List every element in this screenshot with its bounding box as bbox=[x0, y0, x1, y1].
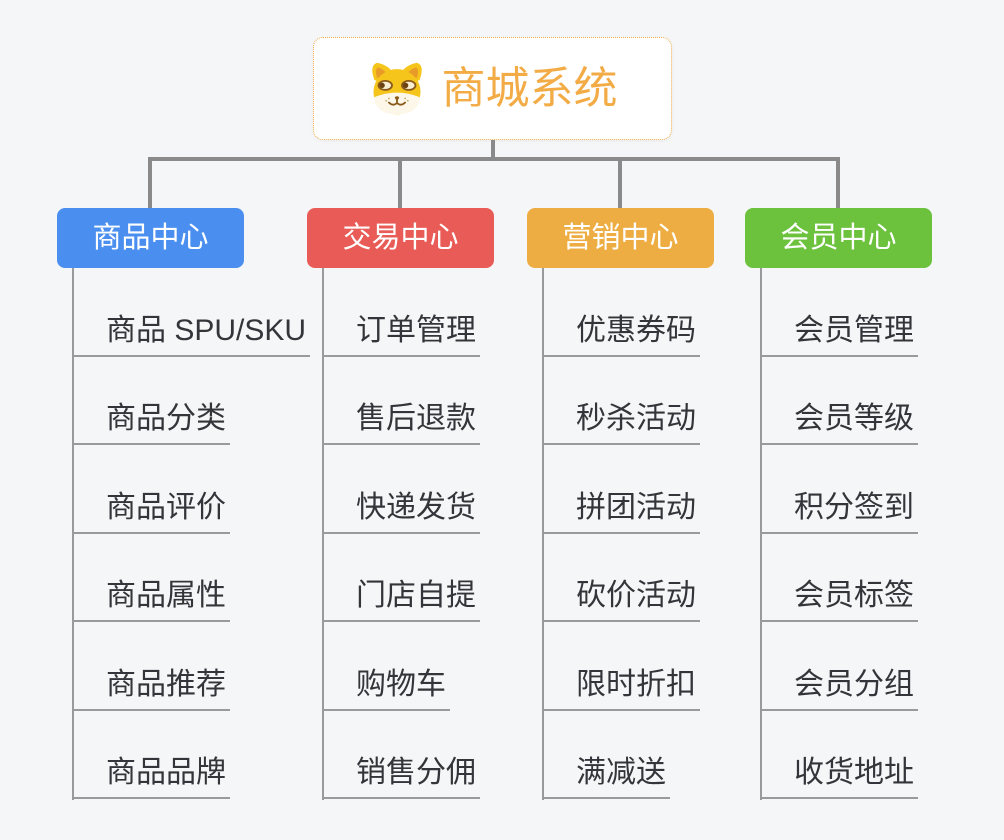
branch-node-product-center[interactable]: 商品中心 bbox=[57, 208, 244, 268]
child-topic[interactable]: 订单管理 bbox=[322, 268, 480, 357]
child-topic[interactable]: 商品推荐 bbox=[72, 622, 310, 711]
connector-drop-marketing bbox=[618, 159, 622, 208]
child-topic[interactable]: 销售分佣 bbox=[322, 711, 480, 799]
child-topic[interactable]: 商品分类 bbox=[72, 357, 310, 445]
child-topic[interactable]: 售后退款 bbox=[322, 357, 480, 445]
child-topic[interactable]: 快递发货 bbox=[322, 445, 480, 534]
child-topic[interactable]: 积分签到 bbox=[760, 445, 918, 534]
child-topic[interactable]: 会员管理 bbox=[760, 268, 918, 357]
connector-drop-member bbox=[836, 159, 840, 208]
connector-drop-trade bbox=[398, 159, 402, 208]
child-topic[interactable]: 拼团活动 bbox=[542, 445, 700, 534]
connector-drop-product bbox=[148, 159, 152, 208]
child-topic[interactable]: 优惠券码 bbox=[542, 268, 700, 357]
child-topic[interactable]: 门店自提 bbox=[322, 534, 480, 622]
child-topic[interactable]: 会员等级 bbox=[760, 357, 918, 445]
child-topic[interactable]: 购物车 bbox=[322, 622, 480, 711]
branch-children-member: 会员管理 会员等级 积分签到 会员标签 会员分组 收货地址 bbox=[760, 268, 918, 799]
child-topic[interactable]: 限时折扣 bbox=[542, 622, 700, 711]
child-topic[interactable]: 满减送 bbox=[542, 711, 700, 799]
root-topic-node[interactable]: 商城系统 bbox=[313, 37, 672, 140]
child-topic[interactable]: 会员标签 bbox=[760, 534, 918, 622]
child-topic[interactable]: 砍价活动 bbox=[542, 534, 700, 622]
child-topic[interactable]: 会员分组 bbox=[760, 622, 918, 711]
branch-node-trade-center[interactable]: 交易中心 bbox=[307, 208, 494, 268]
branch-children-trade: 订单管理 售后退款 快递发货 门店自提 购物车 销售分佣 bbox=[322, 268, 480, 799]
branch-spine bbox=[72, 268, 74, 800]
child-topic[interactable]: 商品品牌 bbox=[72, 711, 310, 799]
child-topic[interactable]: 商品属性 bbox=[72, 534, 310, 622]
branch-children-product: 商品 SPU/SKU 商品分类 商品评价 商品属性 商品推荐 商品品牌 bbox=[72, 268, 311, 799]
branch-spine bbox=[542, 268, 544, 800]
child-topic[interactable]: 商品评价 bbox=[72, 445, 310, 534]
connector-horizontal-bus bbox=[148, 157, 840, 161]
child-topic[interactable]: 收货地址 bbox=[760, 711, 918, 799]
branch-node-marketing-center[interactable]: 营销中心 bbox=[527, 208, 714, 268]
doge-icon bbox=[371, 62, 422, 114]
branch-node-member-center[interactable]: 会员中心 bbox=[745, 208, 932, 268]
branch-spine bbox=[760, 268, 762, 800]
connector-root-stem bbox=[491, 140, 495, 158]
branch-children-marketing: 优惠券码 秒杀活动 拼团活动 砍价活动 限时折扣 满减送 bbox=[542, 268, 700, 799]
child-topic[interactable]: 商品 SPU/SKU bbox=[72, 268, 311, 357]
root-topic-title: 商城系统 bbox=[441, 63, 618, 113]
child-topic[interactable]: 秒杀活动 bbox=[542, 357, 700, 445]
branch-spine bbox=[322, 268, 324, 800]
